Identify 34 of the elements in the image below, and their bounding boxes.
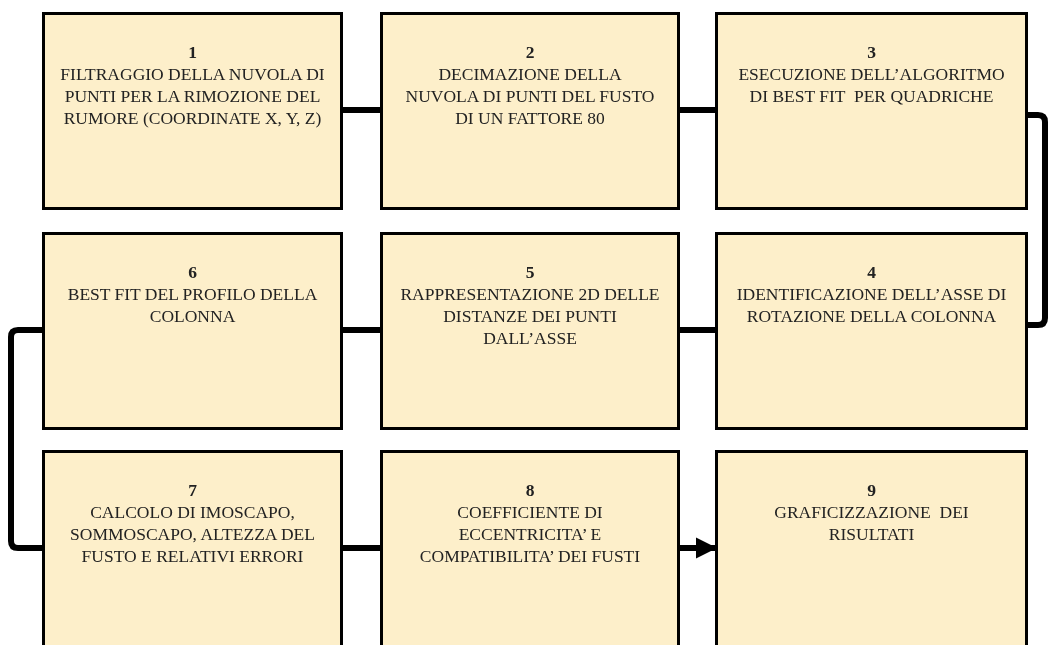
connector-line [680, 327, 715, 333]
connector-line [343, 107, 380, 113]
step-description: BEST FIT DEL PROFILO DELLA COLONNA [66, 283, 319, 327]
process-box [42, 12, 343, 210]
step-description: CALCOLO DI IMOSCAPO, SOMMOSCAPO, ALTEZZA DEL FUSTO E RELATIVI ERRORI [69, 501, 316, 567]
step-description: COEFFICIENTE DI ECCENTRICITA’ E COMPATIBILITA’ DEI FUSTI [418, 501, 642, 567]
process-box [42, 232, 343, 430]
process-box [380, 232, 680, 430]
step-description: DECIMAZIONE DELLA NUVOLA DI PUNTI DEL FUSTO DI UN FATTORE 80 [405, 63, 655, 129]
step-description: GRAFICIZZAZIONE DEI RISULTATI [773, 501, 970, 545]
step-number: 6 [188, 261, 197, 283]
step-description: ESECUZIONE DELL’ALGORITMO DI BEST FIT PER QUADRICHE [737, 63, 1006, 107]
process-box [715, 450, 1028, 645]
process-box [715, 232, 1028, 430]
process-box [42, 450, 343, 645]
process-box [380, 450, 680, 645]
step-description: FILTRAGGIO DELLA NUVOLA DI PUNTI PER LA RIMOZIONE DEL RUMORE (COORDINATE X, Y, Z) [59, 63, 326, 129]
connector-line [8, 327, 42, 551]
step-number: 3 [867, 41, 876, 63]
step-number: 5 [525, 261, 535, 283]
step-number: 2 [525, 41, 535, 63]
step-number: 1 [188, 41, 197, 63]
process-box [380, 12, 680, 210]
step-description: IDENTIFICAZIONE DELL’ASSE DI ROTAZIONE DELLA COLONNA [735, 283, 1008, 327]
step-number: 9 [867, 479, 876, 501]
step-number: 4 [867, 261, 876, 283]
connector-line [343, 327, 380, 333]
step-number: 8 [525, 479, 535, 501]
process-box [715, 12, 1028, 210]
connector-line [343, 545, 380, 551]
connector-line [1028, 112, 1048, 328]
step-number: 7 [188, 479, 197, 501]
step-description: RAPPRESENTAZIONE 2D DELLE DISTANZE DEI PUNTI DALL’ASSE [399, 283, 661, 349]
connector-line [680, 107, 715, 113]
